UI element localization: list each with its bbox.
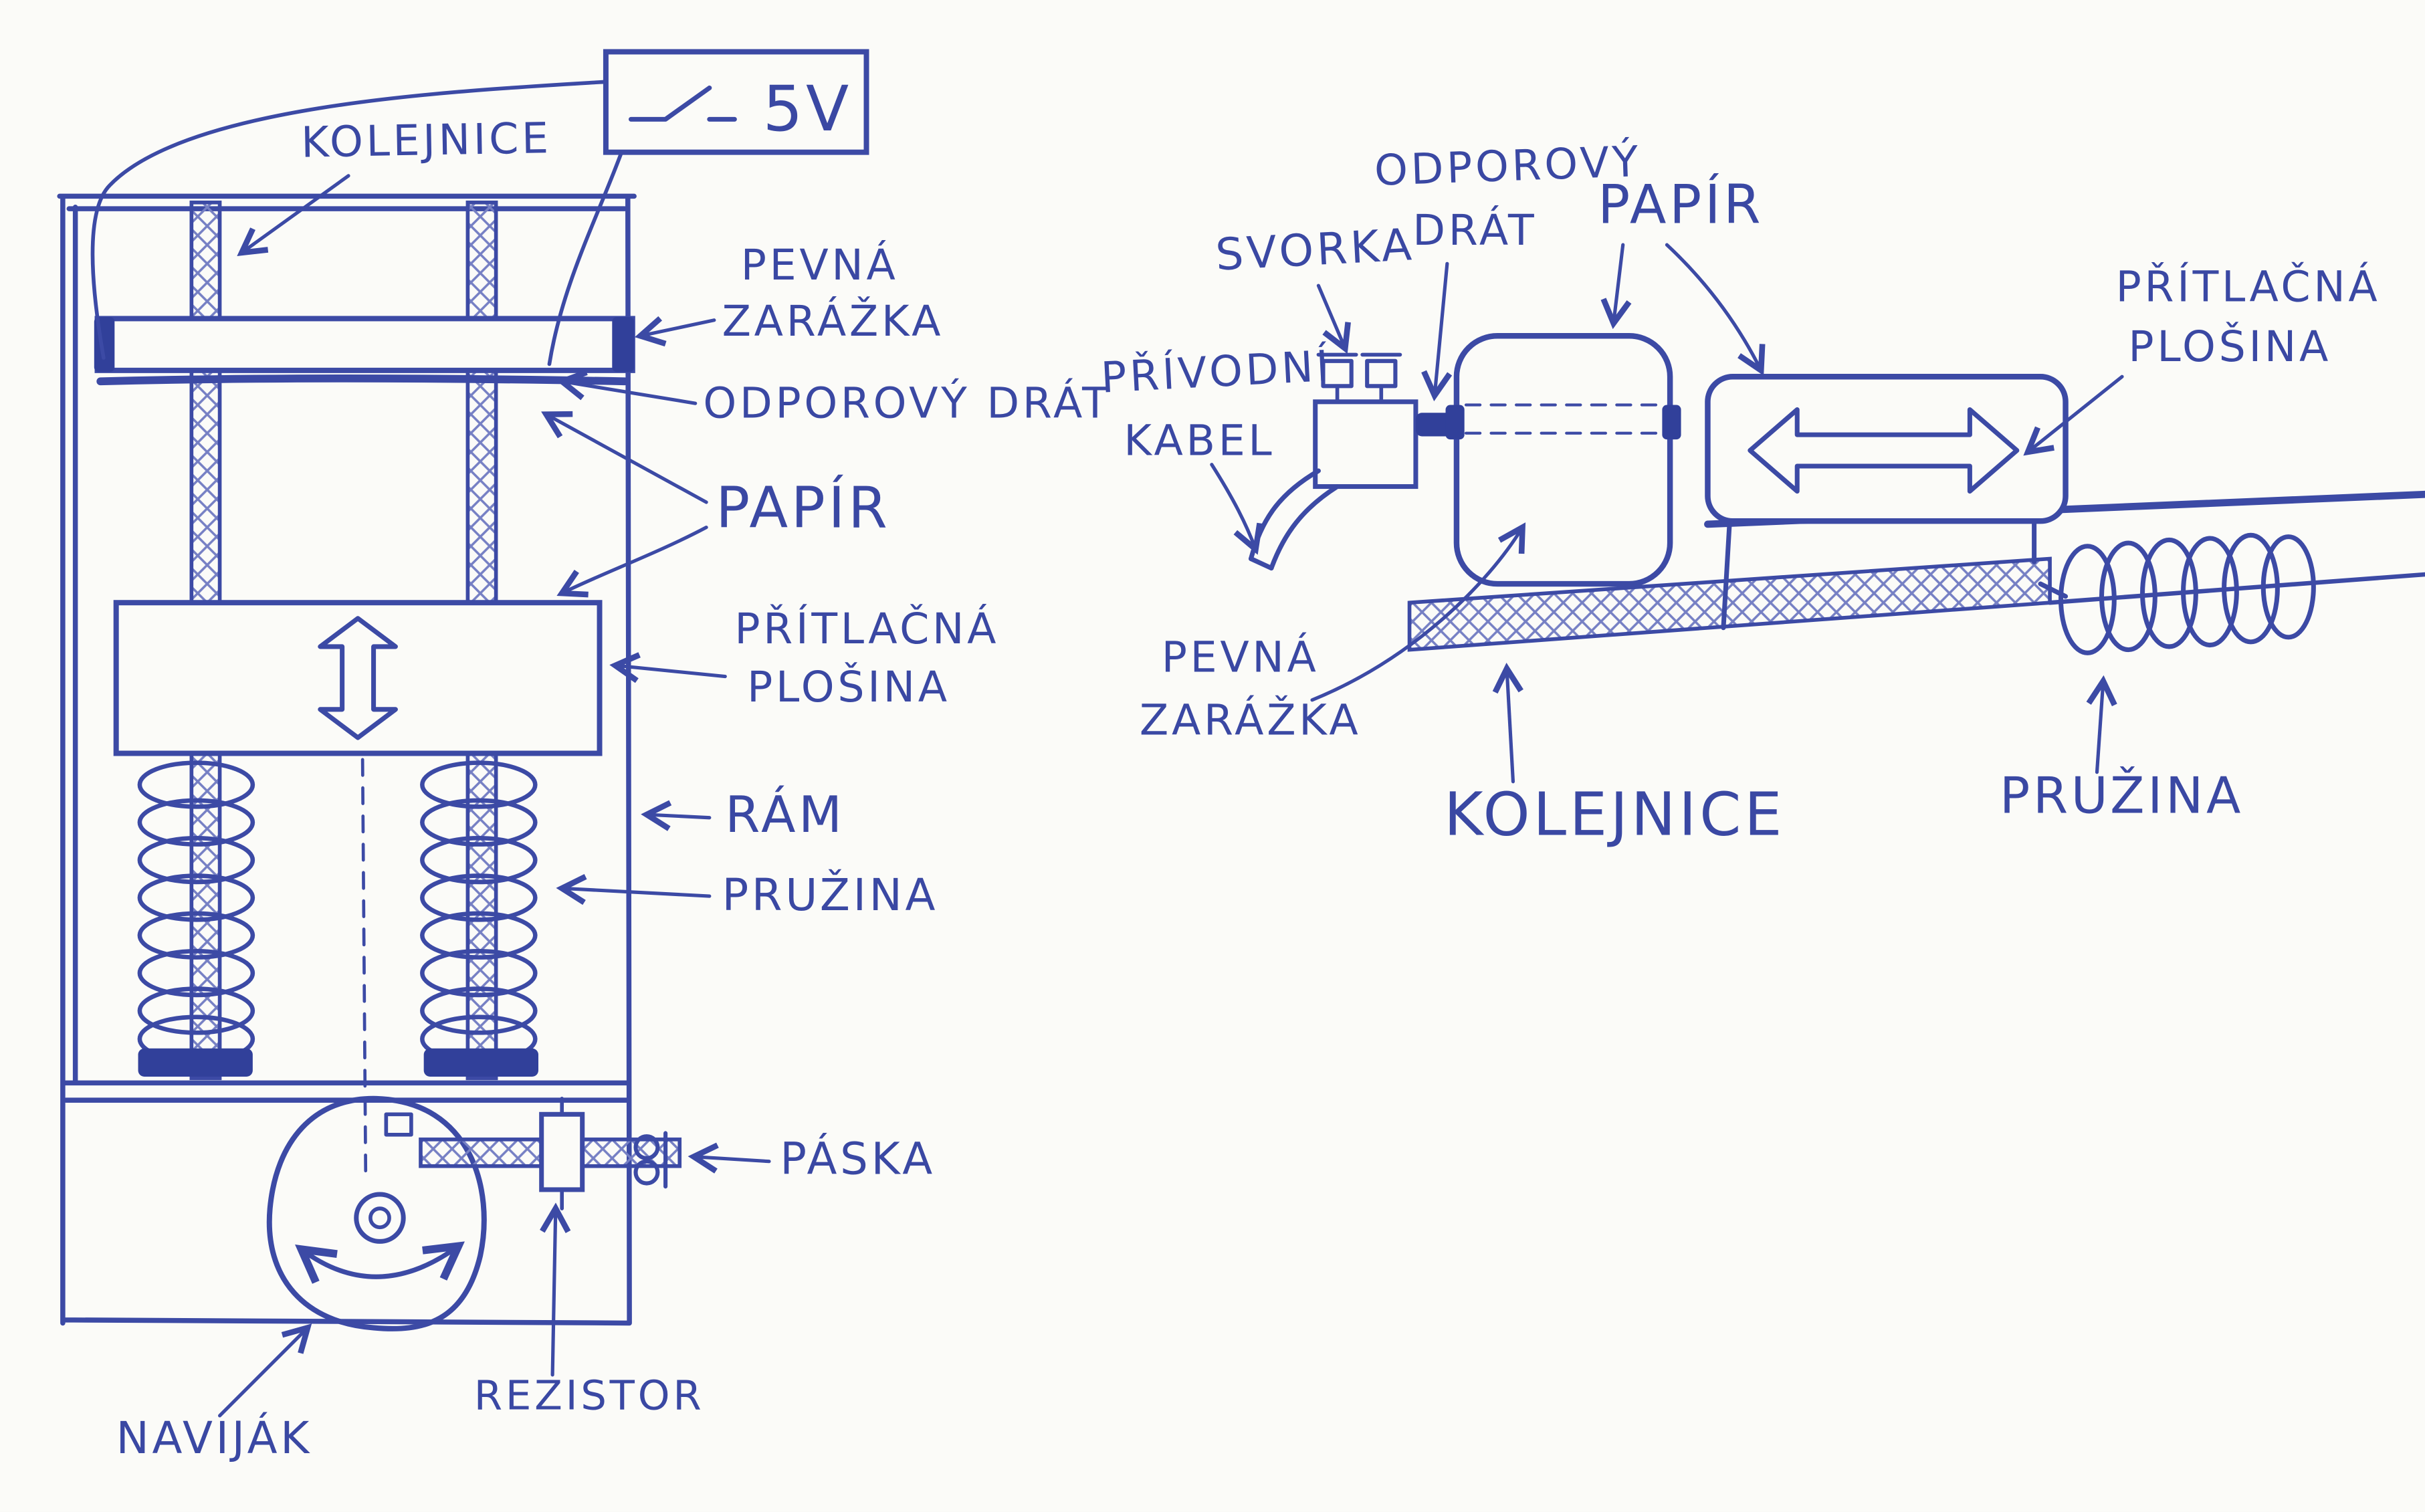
svorka-arrow <box>1316 284 1345 348</box>
supply-wire-left <box>90 80 611 360</box>
paska-arrow <box>694 1157 771 1162</box>
cord-dashed-line <box>360 758 368 1182</box>
fixed-stop-beam <box>94 316 635 373</box>
odporovy-arrow-right <box>1435 261 1447 395</box>
papir-arrow-lower <box>562 525 708 594</box>
wire-nub-left <box>1445 405 1465 440</box>
tape-end-clamp <box>633 1131 668 1189</box>
privodni-arrow <box>1210 463 1256 550</box>
left-diagram: 5V <box>57 49 1111 1464</box>
rotation-arrow-icon <box>302 1246 459 1277</box>
pruzina-arrow-right <box>2097 681 2103 774</box>
pruzina-arrow-left <box>562 888 712 896</box>
label-pevna-zarazka-line1: PEVNÁ <box>741 239 899 290</box>
pritlacna-arrow-right <box>2028 374 2124 452</box>
right-diagram: SVORKA ODPOROVÝ DRÁT PAPÍR PŘÍTLAČNÁ PLO… <box>1099 136 2425 850</box>
ram-arrow <box>647 815 712 818</box>
pritlacna-arrow <box>615 665 727 676</box>
winch <box>266 1095 487 1331</box>
beam-end-right <box>612 317 635 372</box>
label-odporovy-line1: ODPOROVÝ <box>1374 136 1642 195</box>
odporovy-drat-arrow <box>562 381 698 405</box>
resistor-symbol <box>539 1097 585 1210</box>
label-pritlacna-line1: PŘÍTLAČNÁ <box>734 603 999 653</box>
label-pritlacna-right-line2: PLOŠINA <box>2128 321 2331 371</box>
label-pevna-right-line2: ZARÁŽKA <box>1140 694 1362 744</box>
voltage-label: 5V <box>763 73 852 146</box>
label-papir-right: PAPÍR <box>1598 173 1764 235</box>
label-privodni-line1: PŘÍVODNÍ <box>1099 340 1333 403</box>
label-pruzina-left: PRUŽINA <box>722 869 939 921</box>
label-paska: PÁSKA <box>780 1133 935 1184</box>
label-pritlacna-right-line1: PŘÍTLAČNÁ <box>2116 261 2381 312</box>
spool-hub-inner <box>368 1206 391 1230</box>
screw-terminal-right <box>1365 358 1398 389</box>
up-down-arrow-icon <box>318 616 398 740</box>
label-pritlacna-line2: PLOŠINA <box>747 661 950 712</box>
kolejnice-arrow-right <box>1507 669 1513 784</box>
label-ram: RÁM <box>725 785 845 844</box>
papir-arrow-right-2 <box>1665 243 1761 370</box>
spring-left <box>137 760 255 1063</box>
supply-wire-right <box>547 150 624 366</box>
label-papir-left: PAPÍR <box>716 475 890 541</box>
platform-legs <box>1721 518 2037 631</box>
resistance-wire <box>96 374 629 386</box>
power-box: 5V <box>603 49 869 155</box>
spring-right <box>420 760 538 1063</box>
wire-dashed-path <box>1464 403 1663 435</box>
spring-base-right <box>423 1048 539 1077</box>
label-odporovy-line2: DRÁT <box>1412 205 1537 255</box>
label-kolejnice-right: KOLEJNICE <box>1444 780 1785 850</box>
tape <box>419 1097 682 1210</box>
label-rezistor: REZISTOR <box>474 1372 705 1420</box>
spring-base-left <box>138 1048 253 1077</box>
label-pevna-zarazka-line2: ZARÁŽKA <box>722 296 944 346</box>
pressure-platform-top <box>1705 374 2069 631</box>
label-pevna-right-line1: PEVNÁ <box>1162 631 1320 681</box>
spool-top <box>384 1112 413 1137</box>
carriage-block <box>1445 333 1681 587</box>
label-odporovy-drat-left: ODPOROVÝ DRÁT <box>703 377 1111 427</box>
left-right-arrow-icon <box>1748 407 2020 494</box>
pevna-zarazka-arrow <box>641 320 716 336</box>
rezistor-arrow <box>552 1208 556 1377</box>
label-kolejnice-left: KOLEJNICE <box>301 113 552 167</box>
papir-arrow-right-1 <box>1614 243 1623 323</box>
label-privodni-line2: KABEL <box>1124 416 1275 465</box>
label-pruzina-right: PRUŽINA <box>2000 766 2244 825</box>
label-svorka: SVORKA <box>1215 219 1416 280</box>
papir-arrow-upper <box>546 415 708 504</box>
label-navijak: NAVIJÁK <box>116 1412 312 1464</box>
pevna-arrow-right <box>1310 528 1522 702</box>
clamp-block <box>1313 352 1418 490</box>
kolejnice-arrow <box>241 174 350 253</box>
rail-spring <box>2038 532 2316 655</box>
navijak-arrow <box>217 1327 308 1418</box>
switch-icon <box>628 85 737 122</box>
spool-hub-outer <box>354 1192 406 1244</box>
pressure-platform <box>113 600 603 756</box>
wire-nub-right <box>1662 405 1681 440</box>
